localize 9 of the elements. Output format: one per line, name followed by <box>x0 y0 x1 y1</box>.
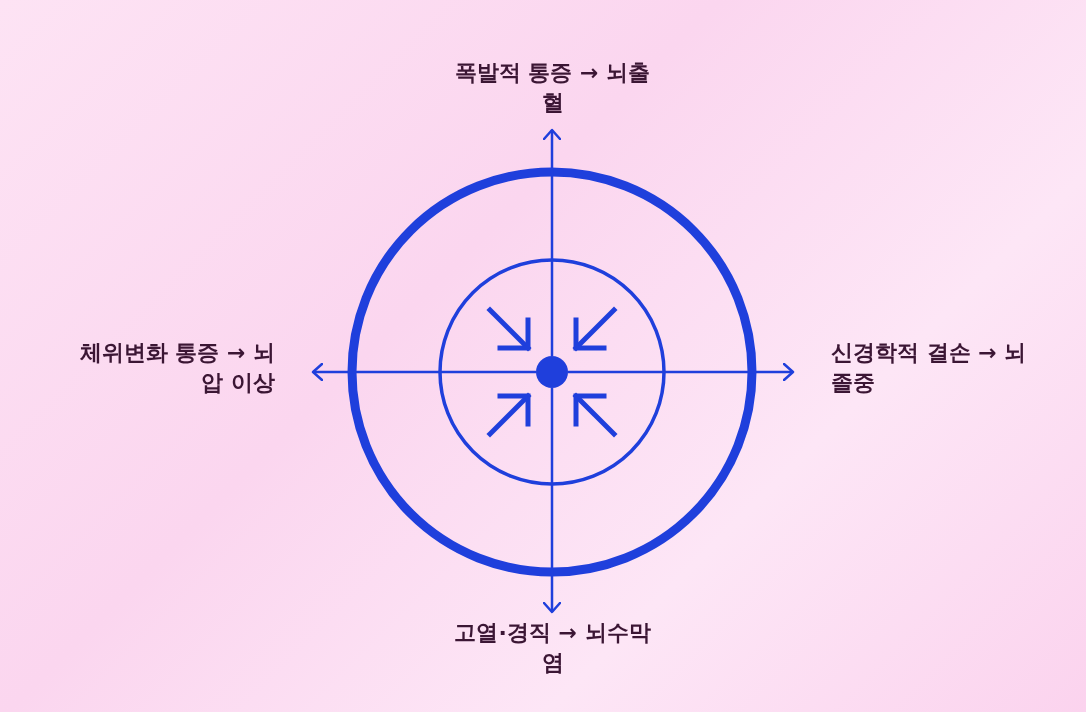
arrow <box>568 362 795 382</box>
condition-label: 고열·경직 → 뇌수막염 <box>440 612 665 682</box>
condition-label: 폭발적 통증 → 뇌출혈 <box>440 58 665 130</box>
condition-label: 체위변화 통증 → 뇌압 이상 <box>70 338 313 406</box>
center-dot <box>536 356 568 388</box>
condition-label: 신경학적 결손 → 뇌졸중 <box>793 338 1038 406</box>
arrow <box>311 362 536 382</box>
arrow <box>542 388 562 614</box>
arrow <box>542 128 562 356</box>
